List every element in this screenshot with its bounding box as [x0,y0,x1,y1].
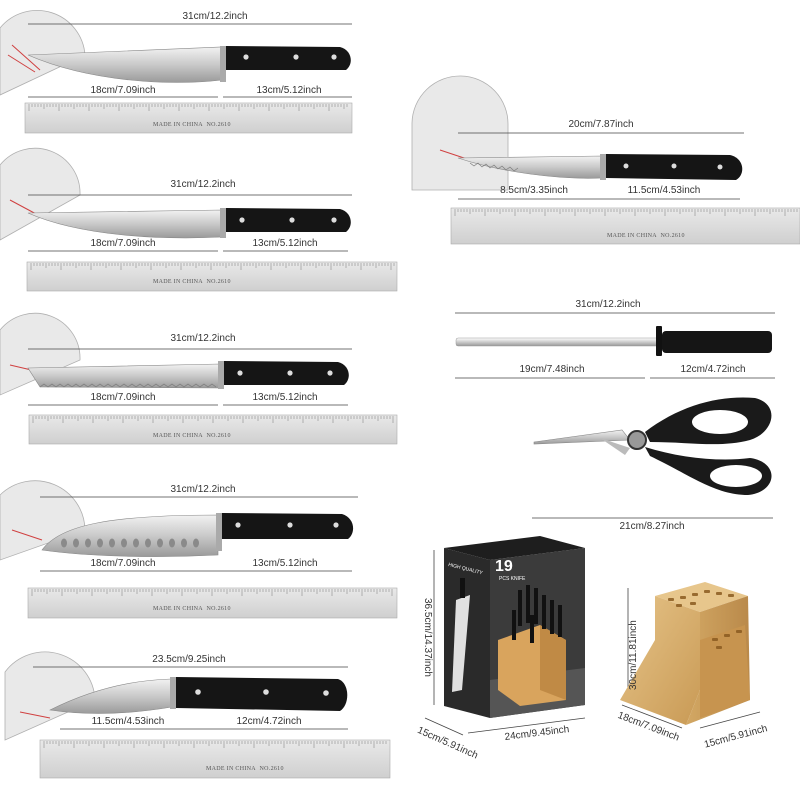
box-number: 19 [495,558,513,575]
ruler-text-3: MADE IN CHINA NO.2610 [153,433,231,439]
slicing-blade-label: 18cm/7.09inch [90,238,156,249]
scissors [533,397,772,495]
ruler-text-5: MADE IN CHINA NO.2610 [206,766,284,772]
dimension-lines [28,23,775,736]
steak-blade-label: 8.5cm/3.35inch [500,185,568,196]
chef-knife [27,46,351,83]
rod-handle-label: 12cm/4.72inch [680,364,746,375]
sharpening-rod [455,326,772,356]
chef-handle-label: 13cm/5.12inch [256,85,322,96]
bread-knife [27,361,349,389]
steak-handle-label: 11.5cm/4.53inch [627,185,701,196]
santoku-handle-label: 13cm/5.12inch [252,558,318,569]
utility-blade-label: 11.5cm/4.53inch [91,716,165,727]
box-knife-block [498,585,566,706]
rod-total-label: 31cm/12.2inch [575,299,641,310]
ruler-ticks [28,104,798,748]
rod-blade-label: 19cm/7.48inch [519,364,585,375]
bread-total-label: 31cm/12.2inch [170,333,236,344]
santoku-knife [41,513,354,557]
scissors-total-label: 21cm/8.27inch [619,521,685,532]
ruler-text-4: MADE IN CHINA NO.2610 [153,606,231,612]
santoku-total-label: 31cm/12.2inch [170,484,236,495]
utility-knife [49,677,348,714]
box-height-label: 36.5cm/14.37inch [422,598,433,677]
steak-total-label: 20cm/7.87inch [568,119,634,130]
box-pcs: PCS KNIFE [499,576,526,582]
chef-total-label: 31cm/12.2inch [182,11,248,22]
wooden-knife-block [620,582,750,725]
gift-box [444,536,585,718]
slicing-total-label: 31cm/12.2inch [170,179,236,190]
ruler-text-2: MADE IN CHINA NO.2610 [153,279,231,285]
bread-handle-label: 13cm/5.12inch [252,392,318,403]
slicing-knife [27,208,351,239]
bread-blade-label: 18cm/7.09inch [90,392,156,403]
utility-handle-label: 12cm/4.72inch [236,716,302,727]
santoku-blade-label: 18cm/7.09inch [90,558,156,569]
utility-total-label: 23.5cm/9.25inch [152,654,226,665]
ruler-text-1: MADE IN CHINA NO.2610 [153,122,231,128]
slicing-handle-label: 13cm/5.12inch [252,238,318,249]
steak-knife [457,154,743,180]
ruler-text-6: MADE IN CHINA NO.2610 [607,233,685,239]
block-height-label: 30cm/11.81inch [628,620,639,690]
chef-blade-label: 18cm/7.09inch [90,85,156,96]
rulers [24,102,800,779]
